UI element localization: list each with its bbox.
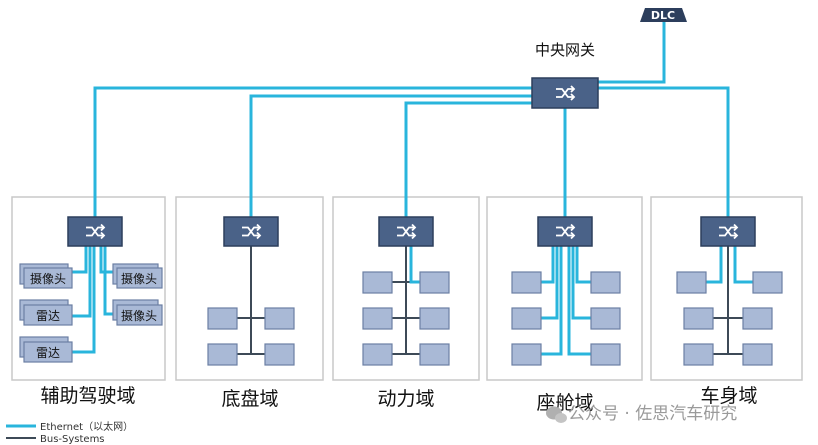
watermark-text: 公众号 · 佐思汽车研究 [568, 404, 737, 424]
eth-powertrain-ecu [409, 246, 420, 284]
eth-cockpit-ecu [541, 246, 563, 356]
legend-ethernet-label: Ethernet（以太网） [40, 420, 133, 433]
powertrain-ecu [362, 271, 393, 294]
eth-body-ecu [733, 246, 753, 284]
chassis-ecu [264, 343, 295, 366]
eth-adas-cam-1 [70, 246, 88, 274]
ethernet-link-body [598, 86, 730, 217]
ecu-label: 摄像头 [121, 308, 157, 323]
ethernet-link-dlc [598, 22, 666, 84]
chassis-ecu [264, 307, 295, 330]
cockpit-ecu [511, 271, 542, 294]
body-ecu [683, 307, 714, 330]
cockpit-ecu [511, 307, 542, 330]
body-ecu [742, 343, 773, 366]
adas-ecu-radar-1 [23, 304, 73, 326]
eth-adas-radar-1 [70, 246, 92, 318]
powertrain-ecu [362, 343, 393, 366]
eth-cockpit-ecu [575, 246, 591, 284]
powertrain-ecu [362, 307, 393, 330]
body-ecu [752, 271, 783, 294]
body-ecu [676, 271, 707, 294]
cockpit-ecu [511, 343, 542, 366]
wechat-icon [546, 406, 567, 423]
ecu-label: 雷达 [36, 346, 60, 360]
domain-label-body: 车身域 [700, 385, 757, 407]
eth-adas-radar-2 [70, 246, 96, 354]
adas-ecu-radar-2 [23, 341, 73, 363]
cockpit-ecu [590, 343, 621, 366]
ethernet-link-powertrain [404, 101, 532, 217]
chassis-bus [237, 246, 265, 355]
eth-cockpit-ecu [541, 246, 559, 320]
ethernet-link-adas [93, 86, 532, 217]
eth-cockpit-ecu [541, 246, 555, 284]
eth-cockpit-ecu [567, 246, 591, 356]
ecu-label: 摄像头 [30, 271, 66, 286]
adas-ecu-camera-1 [23, 267, 73, 289]
domain-label-chassis: 底盘域 [221, 388, 278, 410]
eth-adas-cam-2 [99, 246, 117, 274]
eth-cockpit-ecu [571, 246, 591, 320]
ethernet-link-chassis [249, 94, 532, 217]
legend-bus-label: Bus-Systems [40, 434, 105, 445]
powertrain-ecu [419, 343, 450, 366]
powertrain-ecu [419, 307, 450, 330]
adas-ecu-camera-2 [116, 267, 163, 289]
powertrain-bus [392, 246, 420, 355]
powertrain-ecu [419, 271, 450, 294]
adas-ecu-camera-3 [116, 304, 163, 326]
gateway-title: 中央网关 [535, 41, 595, 59]
chassis-ecu [207, 307, 238, 330]
eth-body-ecu [706, 246, 723, 284]
body-ecu [742, 307, 773, 330]
body-bus [713, 246, 743, 355]
cockpit-ecu [590, 271, 621, 294]
body-ecu [683, 343, 714, 366]
dlc-connector [640, 8, 687, 22]
cockpit-ecu [590, 307, 621, 330]
domain-label-powertrain: 动力域 [377, 388, 434, 410]
chassis-ecu [207, 343, 238, 366]
dlc-label: DLC [651, 9, 675, 22]
ecu-label: 摄像头 [121, 271, 157, 286]
ecu-label: 雷达 [36, 309, 60, 323]
domain-label-adas: 辅助驾驶域 [40, 385, 135, 407]
